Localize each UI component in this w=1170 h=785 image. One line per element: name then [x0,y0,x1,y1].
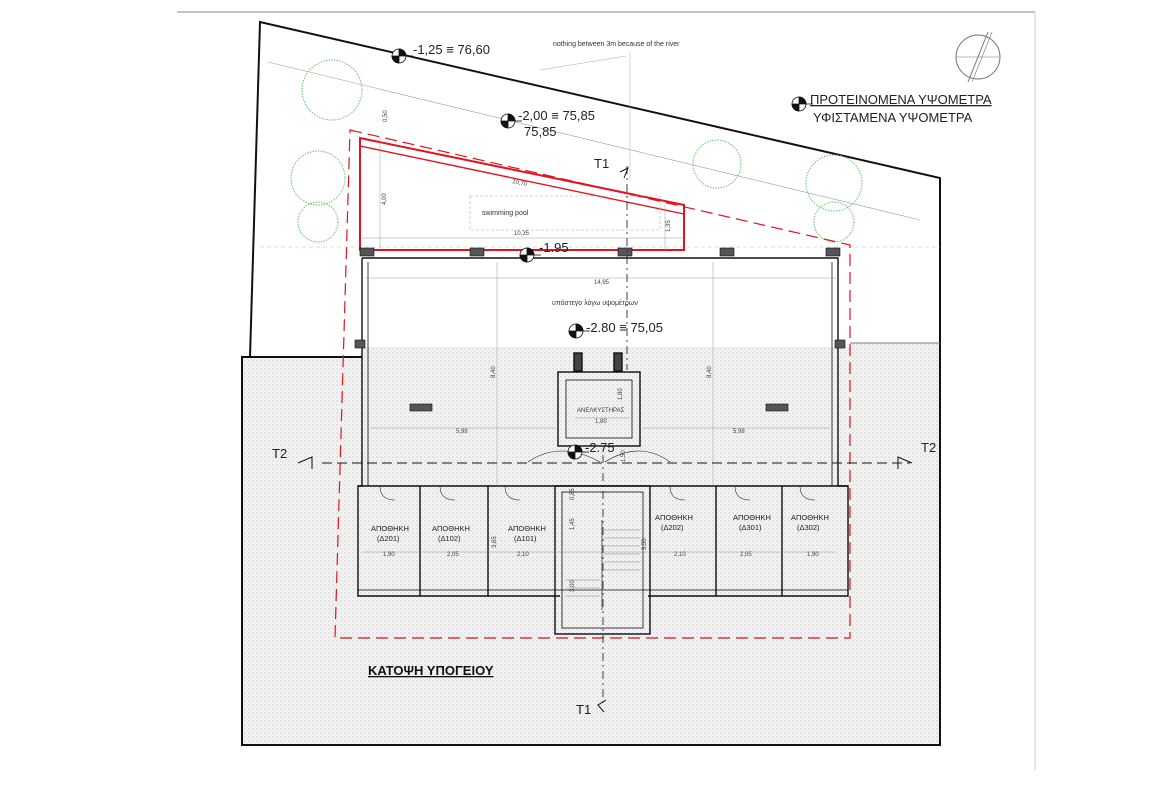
tree-icon [297,201,339,243]
level-top: -1,25 ≡ 76,60 [413,42,490,57]
storage-width: 2,10 [674,552,686,558]
section-markers [297,166,913,713]
stair-core [554,485,651,635]
storage-label: ΑΠΟΘΗΚΗ [655,513,693,522]
subfloor-label: υπόστεγο λόγω υψομέτρων [552,299,638,307]
site-boundary [241,20,941,746]
elevator-core [527,352,671,463]
dimension-lines [362,138,836,553]
storage-id: (Δ102) [438,534,461,543]
section-t1-top: T1 [594,156,609,171]
level-marker-icon [791,96,813,112]
storage-label: ΑΠΟΘΗΚΗ [791,513,829,522]
storage-width: 1,90 [807,552,819,558]
ground-hatch [242,343,940,745]
storage-label: ΑΠΟΘΗΚΗ [432,524,470,533]
storage-id: (Δ301) [739,523,762,532]
north-arrow-icon [955,31,1001,83]
pool-inner-edge [359,145,685,215]
dim-text: 10,70 [512,179,529,188]
dim-text: 1,35 [666,220,672,232]
tree-icon [692,139,742,189]
level-markers [391,48,813,460]
dim-text: 0,85 [570,488,576,500]
dim-text: 10,35 [514,231,530,237]
pool-label: swimming pool [482,210,529,217]
storage-width: 2,05 [447,552,459,558]
level-pool-existing: 75,85 [524,124,557,139]
dim-text: 0,50 [383,110,389,122]
tree-icon [301,59,363,121]
dim-text: 3,00 [570,580,576,592]
storage-rooms: ΑΠΟΘΗΚΗ (Δ201) 1,90 ΑΠΟΘΗΚΗ (Δ102) 2,05 … [371,513,829,558]
legend-existing: ΥΦΙΣΤΑΜΕΝΑ ΥΨΟΜΕΤΡΑ [813,110,973,125]
columns [354,247,846,412]
elevator-label: ΑΝΕΛΚΥΣΤΗΡΑΣ [577,408,625,414]
dim-text: 3,65 [492,536,498,548]
dim-text: 5,98 [733,429,745,435]
dim-text: 3,50 [642,538,648,550]
level-marker-icon [568,323,590,339]
tree-icon [813,201,855,243]
storage-width: 1,90 [383,552,395,558]
level-marker-icon [391,48,413,64]
section-t2-right: T2 [921,440,936,455]
storage-id: (Δ201) [377,534,400,543]
swimming-pool-basin [469,195,661,231]
dim-text: 8,40 [707,366,713,378]
legend-proposed: ΠΡΟΤΕΙΝΟΜΕΝΑ ΥΨΟΜΕΤΡΑ [810,92,992,107]
section-line-t1 [602,166,628,705]
level-marker-icon [519,247,541,263]
dim-text: 5,98 [456,429,468,435]
level-pool-proposed: -2,00 ≡ 75,85 [518,108,595,123]
level-core: -2.75 [585,440,615,455]
dim-text: 4,00 [382,193,388,205]
storage-width: 2,05 [740,552,752,558]
dim-text: 8,40 [491,366,497,378]
section-t1-bottom: T1 [576,702,591,717]
dim-text: 1,45 [570,518,576,530]
dim-text: 1,50 [621,450,627,462]
trees [290,59,863,243]
river-offset-line [267,61,921,221]
door-swings [379,485,816,501]
level-pool-edge: -1.95 [539,240,569,255]
tree-icon [805,154,863,212]
dim-text: 14,95 [594,280,610,286]
dim-text: 1,80 [618,388,624,400]
storage-id: (Δ202) [661,523,684,532]
storage-width: 2,10 [517,552,529,558]
level-marker-icon [567,444,589,460]
river-note: nothing between 3m because of the river [553,41,680,48]
storage-label: ΑΠΟΘΗΚΗ [508,524,546,533]
section-t2-left: T2 [272,446,287,461]
dim-text: 1,80 [595,419,607,425]
storage-id: (Δ101) [514,534,537,543]
tree-icon [290,150,346,206]
storage-label: ΑΠΟΘΗΚΗ [371,524,409,533]
level-marker-icon [500,113,522,129]
river-note-leader-2 [539,55,627,71]
level-main: -2.80 ≡ 75,05 [586,320,663,335]
drawing-title: ΚΑΤΟΨΗ ΥΠΟΓΕΙΟΥ [368,663,494,678]
storage-id: (Δ302) [797,523,820,532]
swimming-pool-outline [359,136,685,251]
storage-label: ΑΠΟΘΗΚΗ [733,513,771,522]
